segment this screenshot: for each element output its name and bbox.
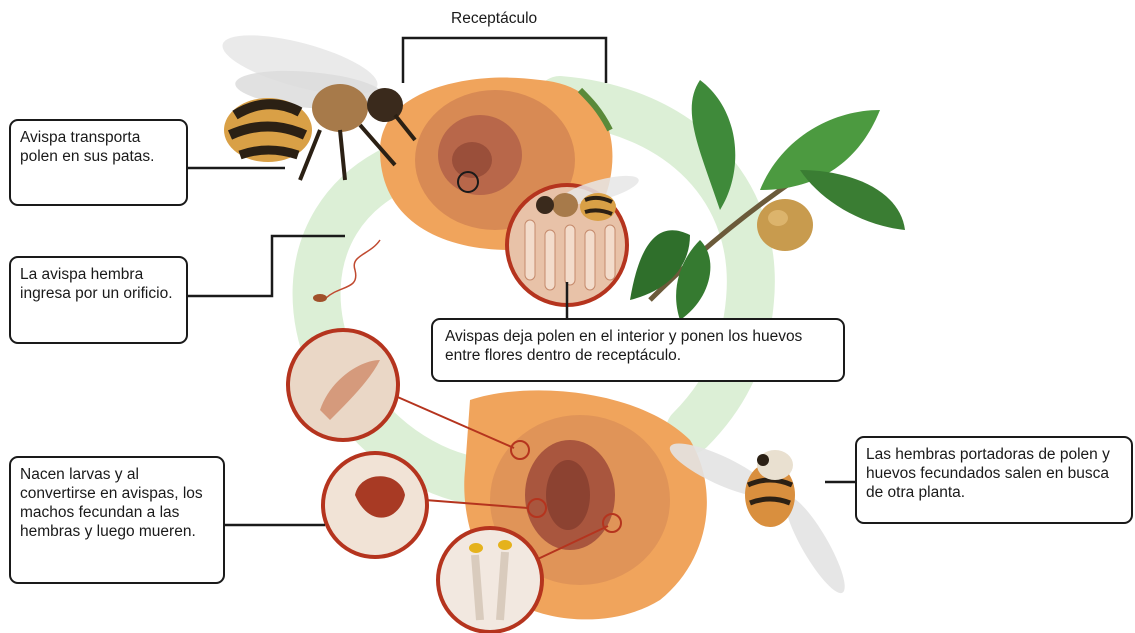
callout-larvae: Nacen larvas y al convertirse en avispas…	[9, 456, 225, 584]
callout-deposit: Avispas deja polen en el interior y pone…	[431, 318, 845, 382]
receptacle-bracket	[403, 38, 606, 83]
wasp-carrying-pollen	[217, 23, 415, 180]
callout-enter: La avispa hembra ingresa por un orificio…	[9, 256, 188, 344]
receptacle-label: Receptáculo	[451, 10, 537, 28]
callout-exit: Las hembras portadoras de polen y huevos…	[855, 436, 1133, 524]
magnified-circle-3	[438, 528, 542, 632]
callout-transport: Avispa transporta polen en sus patas.	[9, 119, 188, 206]
